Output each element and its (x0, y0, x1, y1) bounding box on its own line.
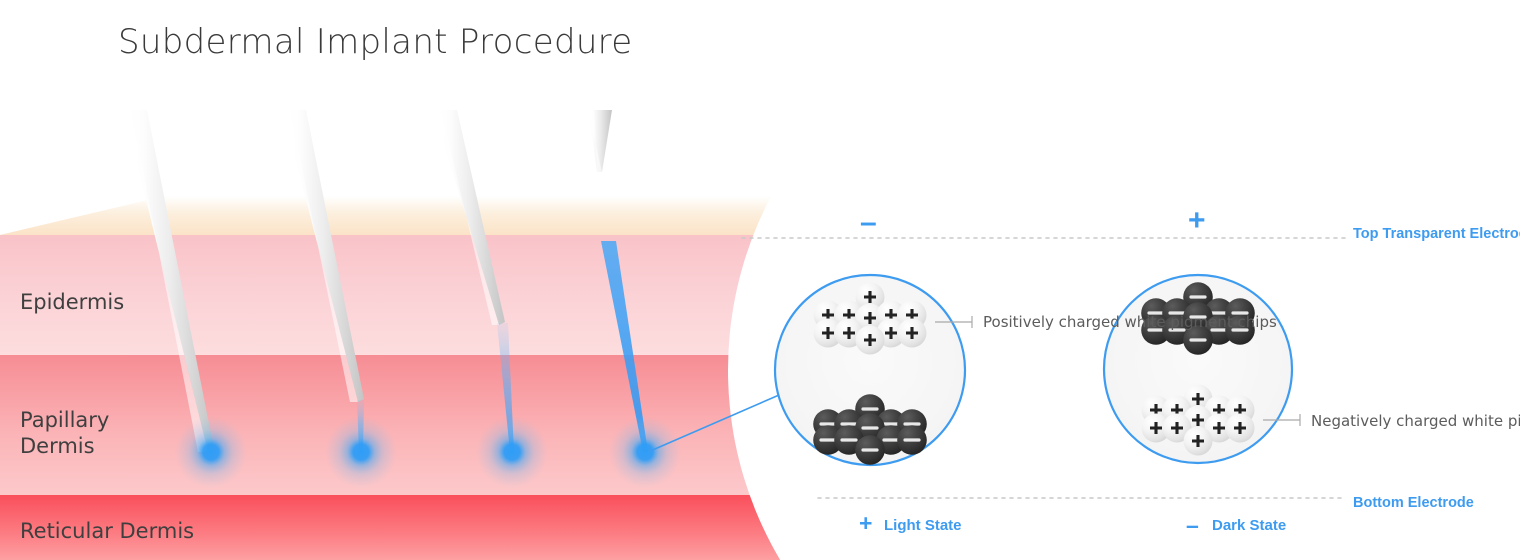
light-state-dark-chip-cluster (813, 394, 927, 465)
plus-sign-light-state: + (859, 510, 873, 536)
dark-state-white-chip-cluster (1141, 384, 1255, 456)
injection-point-1 (175, 416, 247, 488)
detail-panel-fill-top (700, 0, 1520, 180)
page-title: Subdermal Implant Procedure (118, 22, 633, 62)
bottom-electrode-label: Bottom Electrode (1353, 495, 1474, 511)
injection-point-4 (609, 416, 681, 488)
needle-group (124, 110, 648, 452)
light-state-label: Light State (884, 517, 962, 534)
layer-epidermis (0, 235, 790, 355)
light-state-white-chip-cluster (813, 282, 927, 355)
injection-point-2 (325, 416, 397, 488)
leader-line-negative (1263, 414, 1301, 426)
dark-state-cell[interactable] (1102, 273, 1294, 465)
injection-points (175, 416, 681, 488)
dark-state-label: Dark State (1212, 517, 1287, 534)
skin-layer-label-epidermis: Epidermis (20, 290, 125, 314)
injection-point-3 (476, 416, 548, 488)
skin-layer-label-reticular-dermis: Reticular Dermis (20, 519, 195, 543)
callout-negative-chips: Negatively charged white pigment chips (1311, 412, 1520, 430)
layer-reticular-dermis (0, 495, 790, 560)
top-electrode-label: Top Transparent Electrode (1353, 226, 1520, 242)
needle-1 (124, 110, 214, 452)
leader-line-positive (935, 316, 973, 328)
skin-surface-fill (0, 196, 790, 235)
minus-sign-dark-state: – (1186, 512, 1199, 538)
minus-sign-top-left: – (860, 206, 877, 239)
needle-4 (588, 110, 648, 452)
callout-positive-chips: Positively charged white pigment chips (983, 313, 1277, 331)
dark-state-dark-chip-cluster (1141, 282, 1255, 355)
light-state-cell[interactable] (773, 273, 967, 467)
needle-4-ink-trail (601, 241, 648, 452)
skin-layer-label-papillary-dermis: Papillary Dermis (20, 408, 110, 458)
callout-connector-line (647, 391, 787, 453)
plus-sign-top-right: + (1188, 204, 1206, 237)
skin-cross-section (0, 196, 790, 560)
